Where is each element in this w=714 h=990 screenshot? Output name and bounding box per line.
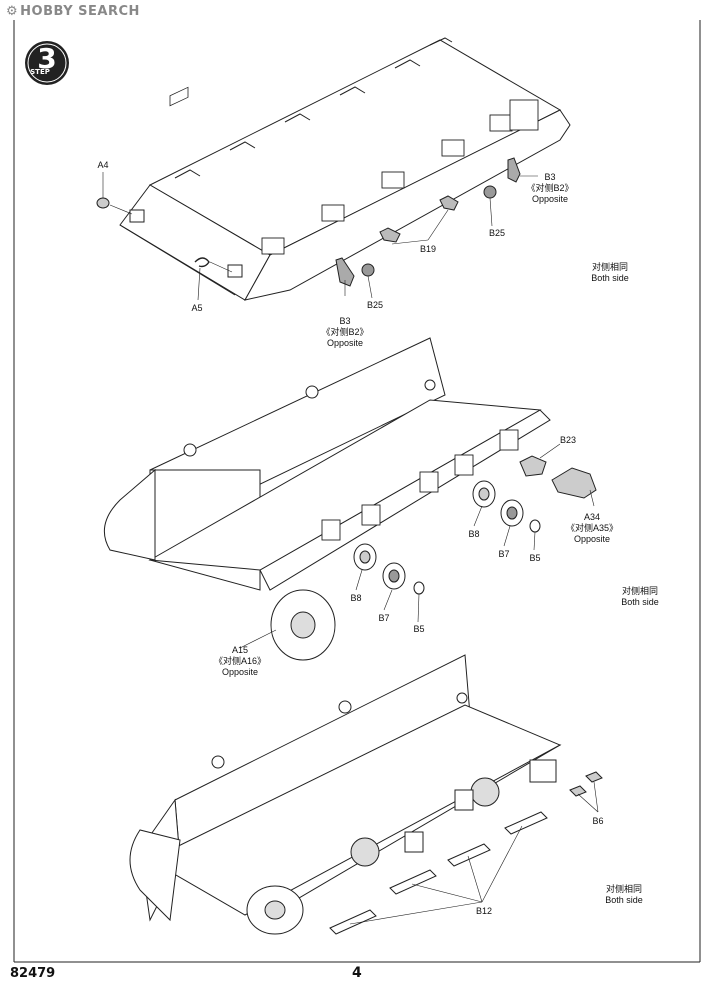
middle-hull-drawing xyxy=(103,337,551,591)
label-a15-opposite: Opposite xyxy=(221,667,259,677)
step-badge: 3 STEP xyxy=(24,40,70,86)
label-b6: B6 xyxy=(592,816,604,826)
label-b7-right: B7 xyxy=(498,549,510,559)
lower-parts xyxy=(329,771,603,935)
both-side-cn-3: 对侧相同 xyxy=(605,884,642,894)
middle-leader-lines xyxy=(239,443,595,649)
upper-leader-lines xyxy=(102,172,538,301)
lower-leader-lines xyxy=(349,781,599,925)
label-b8-right: B8 xyxy=(468,529,480,539)
label-b7-left: B7 xyxy=(378,613,390,623)
gear-icon: ⚙ xyxy=(6,4,19,19)
upper-hull-drawing xyxy=(119,37,571,301)
label-a34-code: A34 xyxy=(583,512,601,522)
step-number: 3 xyxy=(37,42,57,75)
label-b25-low: B25 xyxy=(366,300,384,310)
label-a34: A34 《对侧A35》 Opposite xyxy=(566,512,618,545)
label-a34-opposite: Opposite xyxy=(573,534,611,544)
label-b3-low-opposite: Opposite xyxy=(326,338,364,348)
label-a5: A5 xyxy=(191,303,203,313)
label-b3-top-opposite: Opposite xyxy=(531,194,569,204)
label-b3-low: B3 《对侧B2》 Opposite xyxy=(321,316,368,349)
both-side-note-2: 对侧相同 Both side xyxy=(621,586,659,608)
both-side-en-3: Both side xyxy=(605,895,643,905)
label-b19: B19 xyxy=(419,244,437,254)
watermark-brand: HOBBY SEARCH xyxy=(20,4,140,19)
label-b3-top-code: B3 xyxy=(544,172,556,182)
both-side-cn-2: 对侧相同 xyxy=(621,586,658,596)
lower-hull-drawing xyxy=(129,654,562,935)
page-number: 4 xyxy=(352,965,362,981)
label-b3-low-opp: 《对侧B2》 xyxy=(321,327,369,337)
step-badge-circle xyxy=(25,41,69,85)
label-b3-low-code: B3 xyxy=(339,316,351,326)
label-a34-opp: 《对侧A35》 xyxy=(565,523,619,533)
upper-parts xyxy=(96,157,521,287)
both-side-cn-1: 对侧相同 xyxy=(591,262,628,272)
both-side-en-2: Both side xyxy=(621,597,659,607)
label-b23: B23 xyxy=(559,435,577,445)
label-b8-left: B8 xyxy=(350,593,362,603)
label-a15: A15 《对侧A16》 Opposite xyxy=(214,645,266,678)
product-code: 82479 xyxy=(10,966,56,981)
label-a15-code: A15 xyxy=(231,645,249,655)
watermark: ⚙HOBBY SEARCH xyxy=(6,4,140,19)
both-side-en-1: Both side xyxy=(591,273,629,283)
both-side-note-3: 对侧相同 Both side xyxy=(605,884,643,906)
label-b5-right: B5 xyxy=(529,553,541,563)
label-b3-top: B3 《对侧B2》 Opposite xyxy=(526,172,573,205)
label-a15-opp: 《对侧A16》 xyxy=(213,656,267,666)
label-a4: A4 xyxy=(97,160,109,170)
label-b12: B12 xyxy=(475,906,493,916)
both-side-note-1: 对侧相同 Both side xyxy=(591,262,629,284)
step-word: STEP xyxy=(30,68,50,76)
label-b3-top-opp: 《对侧B2》 xyxy=(526,183,574,193)
label-b25-top: B25 xyxy=(488,228,506,238)
label-b5-left: B5 xyxy=(413,624,425,634)
